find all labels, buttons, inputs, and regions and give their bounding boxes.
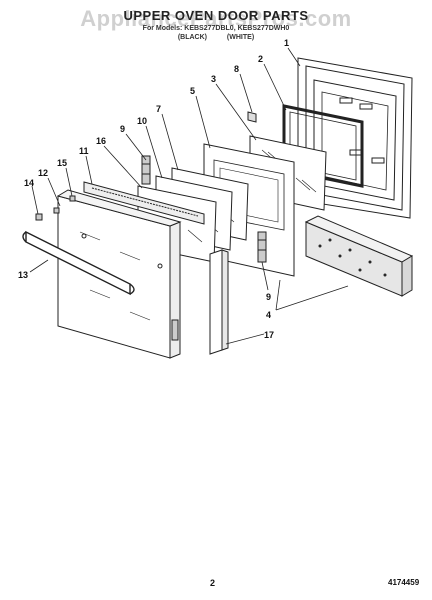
callout-13: 13 — [18, 270, 28, 280]
callout-1: 1 — [284, 38, 289, 48]
callout-8: 8 — [234, 64, 239, 74]
callout-5: 5 — [190, 86, 195, 96]
leader-lines — [29, 47, 349, 345]
callout-3: 3 — [211, 74, 216, 84]
colors-line: (BLACK) (WHITE) — [177, 34, 255, 41]
document-number: 4174459 — [388, 578, 420, 587]
callout-16: 16 — [96, 136, 106, 146]
part-side-trim — [209, 249, 229, 355]
callout-14: 14 — [24, 178, 34, 188]
callout-2: 2 — [258, 54, 263, 64]
callout-12: 12 — [38, 168, 48, 178]
callout-10: 10 — [137, 116, 147, 126]
callout-9-lower: 9 — [266, 292, 271, 302]
models-line: For Models: KEBS277DBL0, KEBS277DWH0 — [142, 25, 290, 32]
callout-labels: 1 2 3 4 5 7 8 9 9 10 11 12 13 14 15 16 1… — [18, 38, 289, 340]
part-hinge-upper — [141, 155, 151, 185]
part-handle — [22, 230, 135, 296]
part-clip — [247, 111, 257, 123]
callout-9-upper: 9 — [120, 124, 125, 134]
page-number: 2 — [210, 578, 216, 588]
callout-15: 15 — [57, 158, 67, 168]
part-vent-trim — [83, 181, 205, 225]
callout-17: 17 — [264, 330, 274, 340]
page-title: UPPER OVEN DOOR PARTS — [123, 8, 309, 23]
part-insulation — [304, 215, 414, 297]
callout-4: 4 — [266, 310, 271, 320]
part-fasteners — [35, 195, 76, 221]
callout-7: 7 — [156, 104, 161, 114]
watermark: AppliancePartsPros.com — [80, 6, 352, 31]
callout-11: 11 — [79, 146, 89, 156]
part-hinge-lower — [257, 231, 267, 263]
